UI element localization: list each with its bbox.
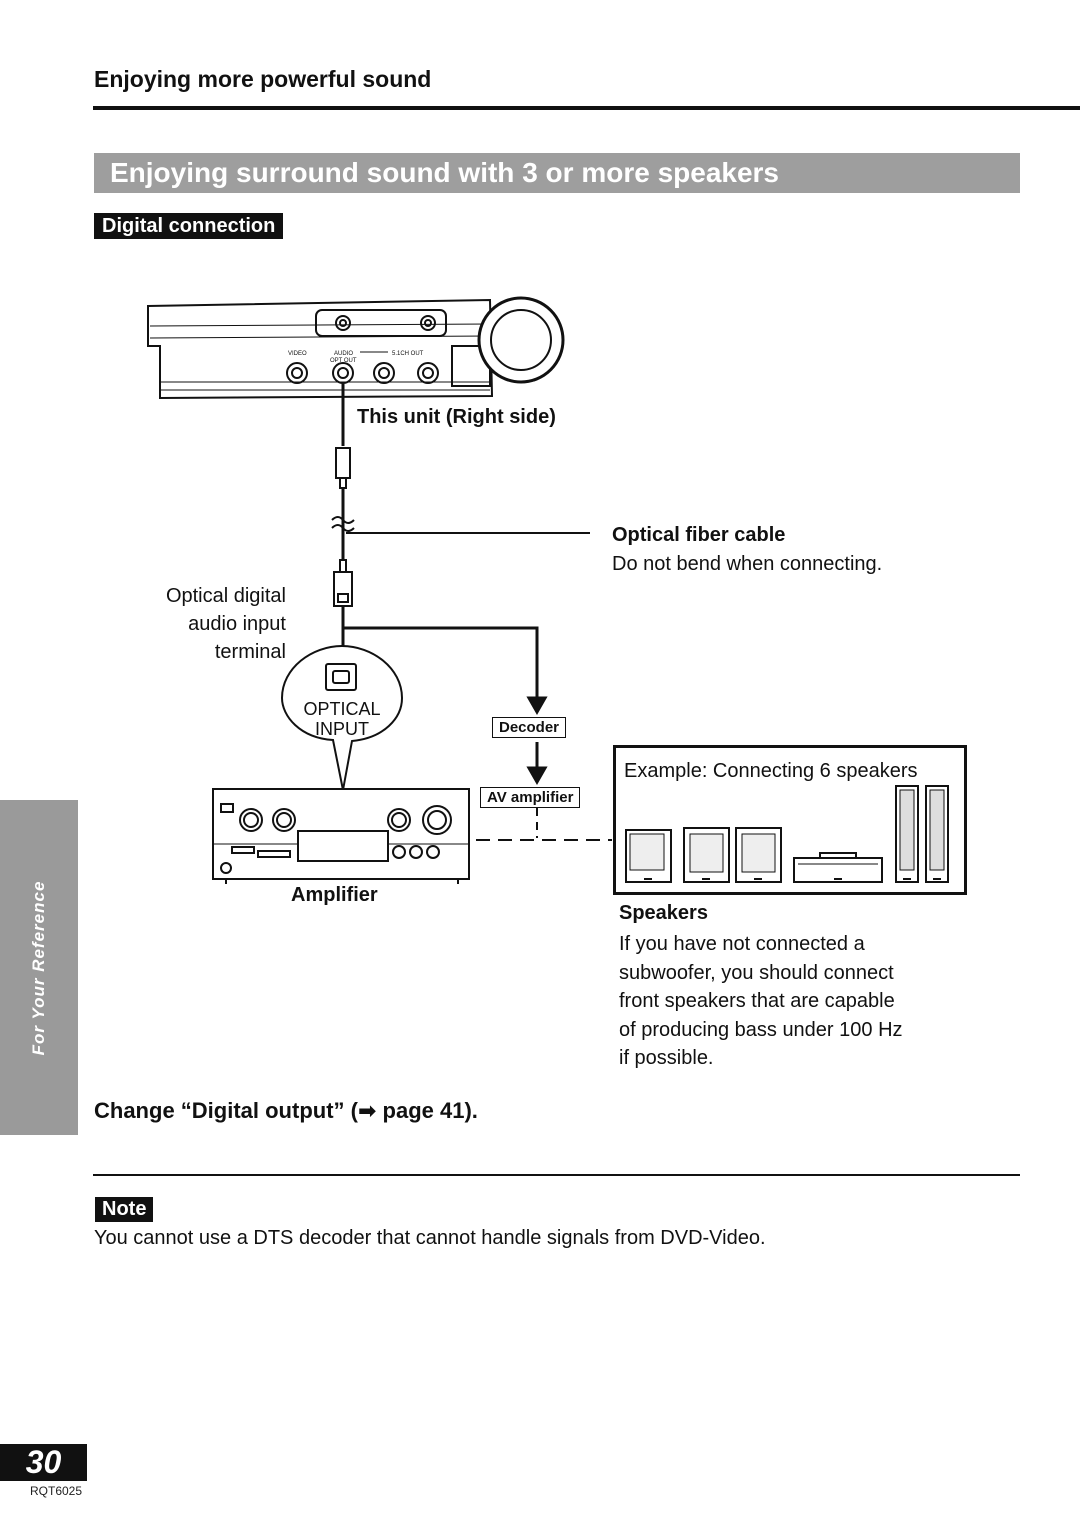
unit-audio-label: AUDIO [334, 351, 353, 357]
banner-title: Enjoying surround sound with 3 or more s… [110, 157, 780, 188]
optical-cable [331, 384, 355, 670]
page-number: 30 [0, 1444, 87, 1481]
optical-input-line2: INPUT [315, 719, 369, 739]
document-code: RQT6025 [30, 1484, 83, 1498]
title-banner: Enjoying surround sound with 3 or more s… [94, 153, 1020, 193]
decoder-box: Decoder [492, 717, 567, 738]
unit-label: This unit (Right side) [357, 406, 556, 428]
speakers-line3: front speakers that are capable [619, 990, 895, 1012]
speakers-illustration [625, 785, 949, 883]
change-instruction: Change “Digital output” (➡ page 41). [94, 1098, 478, 1123]
speakers-line5: if possible. [619, 1047, 714, 1069]
amplifier-illustration [212, 788, 470, 884]
amplifier-label: Amplifier [291, 884, 378, 906]
av-amplifier-box: AV amplifier [480, 787, 581, 808]
speakers-title: Speakers [619, 902, 708, 924]
terminal-label-line1: Optical digital [165, 585, 286, 607]
unit-opt-out-label: OPT OUT [330, 358, 357, 364]
speaker-example-box: Example: Connecting 6 speakers [613, 745, 967, 895]
terminal-label-line2: audio input [188, 613, 286, 635]
unit-5-1ch-label: 5.1CH OUT [392, 351, 424, 357]
section-heading: Enjoying more powerful sound [94, 66, 432, 92]
note-tag: Note [95, 1197, 154, 1222]
speakers-line1: If you have not connected a [619, 933, 865, 955]
cable-title: Optical fiber cable [612, 524, 786, 546]
speakers-line4: of producing bass under 100 Hz [619, 1018, 903, 1041]
optical-input-bubble [280, 644, 404, 791]
note-rule [93, 1174, 1020, 1176]
section-rule [93, 106, 1080, 110]
decoder-path [343, 626, 612, 841]
dvd-unit-illustration [147, 296, 565, 400]
side-tab: For Your Reference [0, 800, 78, 1135]
speakers-description: If you have not connected a subwoofer, y… [619, 930, 903, 1073]
cable-note: Do not bend when connecting. [612, 553, 883, 575]
speakers-line2: subwoofer, you should connect [619, 961, 894, 984]
subsection-tag: Digital connection [94, 213, 284, 239]
unit-video-label: VIDEO [288, 351, 307, 357]
terminal-label-line3: terminal [214, 641, 286, 663]
note-text: You cannot use a DTS decoder that cannot… [94, 1227, 766, 1249]
optical-input-line1: OPTICAL [303, 699, 380, 719]
example-label: Example: Connecting 6 speakers [624, 760, 918, 782]
